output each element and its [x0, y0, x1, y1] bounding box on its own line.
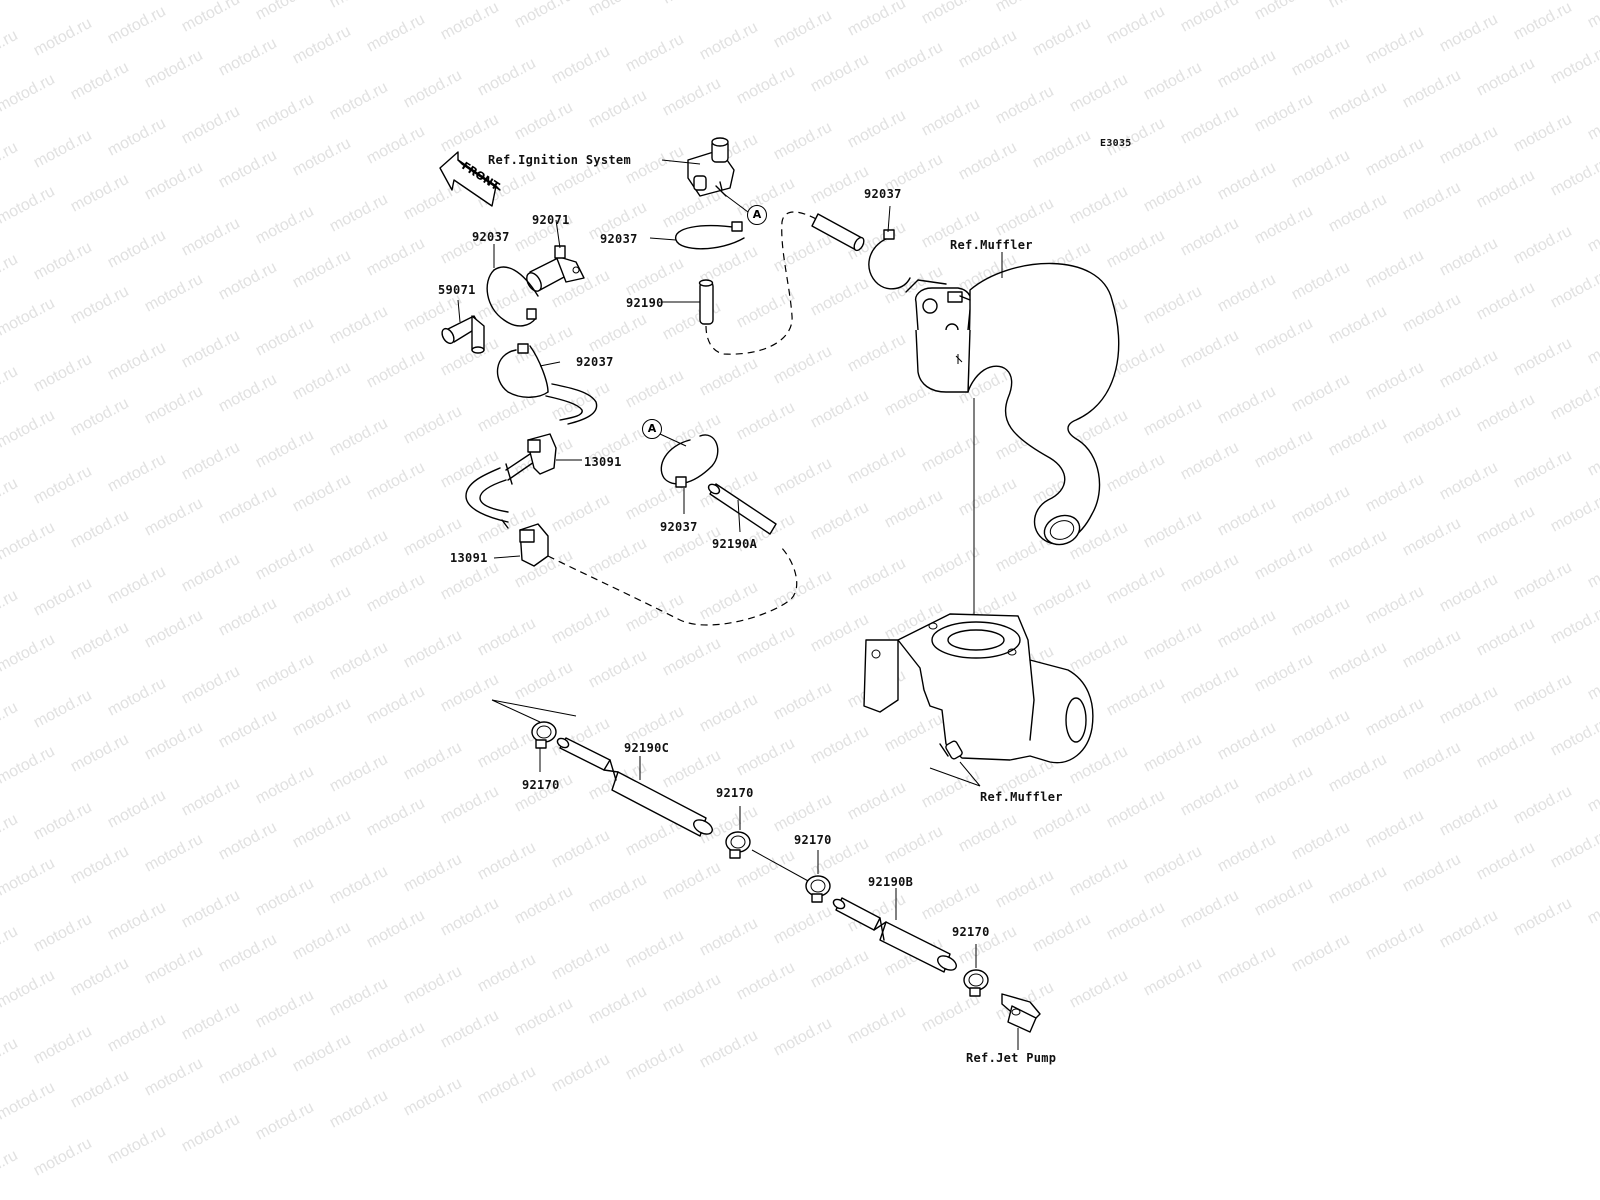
tube-92190b	[832, 897, 957, 973]
hose-route-dashed-1	[705, 211, 819, 355]
part-number-92170: 92170	[716, 786, 754, 800]
part-number-92170: 92170	[952, 925, 990, 939]
part-number-92037: 92037	[660, 520, 698, 534]
part-number-92190c: 92190C	[624, 741, 670, 755]
part-number-92190b: 92190B	[868, 875, 914, 889]
part-number-92170: 92170	[522, 778, 560, 792]
clamp-92170-2	[725, 831, 751, 859]
part-number-92037: 92037	[472, 230, 510, 244]
part-number-92170: 92170	[794, 833, 832, 847]
ref-jet-pump-label: Ref.Jet Pump	[966, 1051, 1057, 1065]
part-number-13091: 13091	[584, 455, 622, 469]
marker-a-top: A	[747, 205, 767, 225]
hose-left	[465, 383, 598, 529]
leader-a-top	[723, 193, 749, 213]
ref-ignition-system-label: Ref.Ignition System	[488, 153, 631, 167]
clamp-92170-4	[963, 969, 989, 997]
clamp-92037-mid	[660, 434, 719, 488]
leader-ref-muffler-bottom	[929, 761, 981, 787]
marker-a-mid: A	[642, 419, 662, 439]
tube-92190c	[556, 737, 713, 837]
tube-upper-right	[811, 213, 865, 252]
tube-92190a	[707, 483, 777, 535]
clamp-92037-left-mid	[496, 343, 549, 398]
jet-pump-fitting	[1001, 993, 1041, 1033]
ignition-connector	[687, 137, 735, 197]
part-number-92037: 92037	[576, 355, 614, 369]
fitting-92071	[526, 245, 585, 292]
part-number-13091: 13091	[450, 551, 488, 565]
hose-route-dashed-2	[547, 545, 798, 626]
part-number-59071: 59071	[438, 283, 476, 297]
part-number-92190: 92190	[626, 296, 664, 310]
leader-between-clamps	[751, 849, 811, 883]
front-arrow-icon	[439, 151, 501, 207]
part-number-92071: 92071	[532, 213, 570, 227]
clamp-92170-1	[531, 721, 557, 749]
pad-13091-upper	[527, 433, 557, 475]
clamp-92037-top	[675, 221, 745, 250]
muffler-upper	[905, 262, 1120, 546]
part-number-92190a: 92190A	[712, 537, 758, 551]
elbow-59071	[441, 315, 485, 354]
part-number-92037: 92037	[600, 232, 638, 246]
pad-13091-lower	[519, 523, 549, 567]
ref-muffler-top-label: Ref.Muffler	[950, 238, 1033, 252]
muffler-lower	[863, 613, 1094, 764]
clamp-92037-left-upper	[486, 266, 539, 327]
leader-ref-ignition	[661, 159, 701, 165]
ref-muffler-bottom-label: Ref.Muffler	[980, 790, 1063, 804]
diagram-code: E3035	[1100, 138, 1132, 149]
part-number-92037: 92037	[864, 187, 902, 201]
clamp-92170-3	[805, 875, 831, 903]
leader-lower-start	[491, 699, 577, 723]
tube-92190	[698, 279, 714, 325]
clamp-92037-right	[868, 229, 911, 290]
